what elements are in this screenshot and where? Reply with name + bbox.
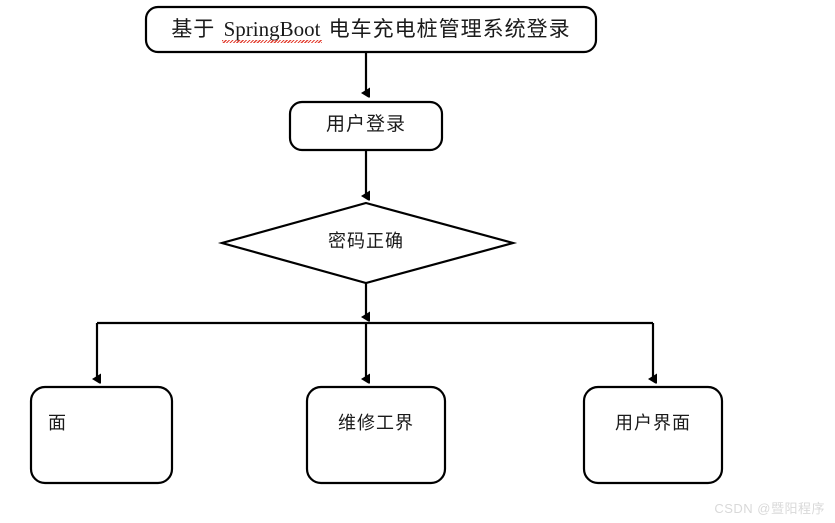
node-leaf-right-shape — [582, 385, 724, 485]
csdn-watermark: CSDN @暨阳程序 — [714, 501, 825, 516]
node-login-shape — [288, 100, 444, 152]
node-decision-shape — [217, 201, 518, 285]
node-leaf-left-shape — [29, 385, 174, 485]
node-title-shape — [144, 5, 598, 54]
node-leaf-mid-shape — [305, 385, 447, 485]
